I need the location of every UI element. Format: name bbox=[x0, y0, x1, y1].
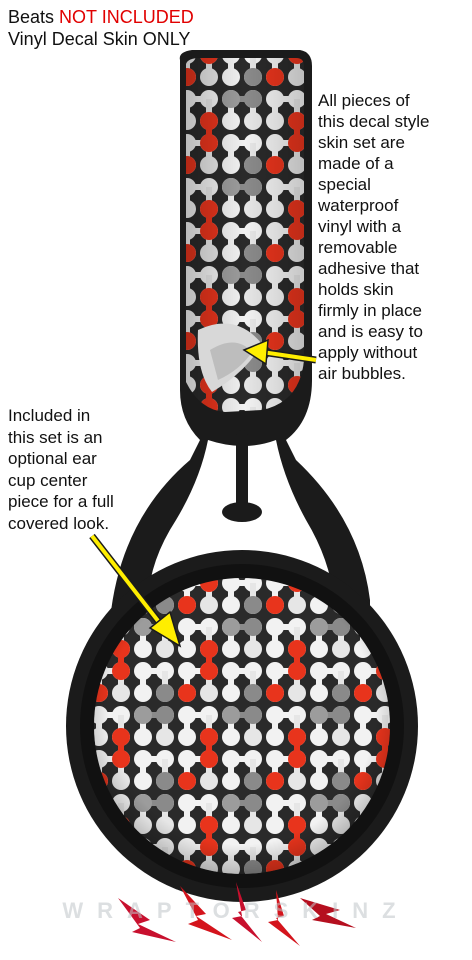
hinge-stem bbox=[236, 430, 248, 510]
description-line: Included in bbox=[8, 406, 91, 425]
description-line: air bubbles. bbox=[318, 364, 406, 383]
description-line: skin set are bbox=[318, 133, 405, 152]
hinge-joint bbox=[222, 502, 262, 522]
claw-mark-icon bbox=[118, 882, 356, 946]
description-line: and is easy to bbox=[318, 322, 423, 341]
logo-wordmark: WRAPTORSKINZ bbox=[62, 898, 409, 923]
description-line: this set is an bbox=[8, 427, 103, 447]
arrow-to-cup bbox=[89, 533, 182, 648]
description-line: this decal style bbox=[318, 112, 430, 131]
description-line: adhesive that bbox=[318, 259, 420, 278]
description-line: optional ear bbox=[8, 449, 97, 468]
arrow-to-headband bbox=[242, 338, 317, 366]
description-line: waterproof bbox=[318, 196, 399, 215]
description-line: All pieces of bbox=[318, 91, 410, 110]
description-line: special bbox=[318, 175, 371, 194]
ear-cup-center-piece bbox=[94, 578, 390, 874]
wraptorskinz-logo: WRAPTORSKINZ bbox=[62, 882, 409, 946]
description-line: piece for a full bbox=[8, 492, 114, 511]
description-line: made of a bbox=[318, 154, 394, 173]
header-not-included-text: NOT INCLUDED bbox=[59, 7, 194, 27]
description-line: covered look. bbox=[8, 513, 110, 533]
description-line: holds skin bbox=[318, 280, 394, 299]
yoke-gap bbox=[148, 440, 334, 640]
header-brand-text: Beats bbox=[8, 7, 60, 27]
header-skin-only-text: Vinyl Decal Skin ONLY bbox=[8, 29, 191, 49]
description-line: removable bbox=[318, 238, 398, 257]
description-line: cup center bbox=[8, 470, 88, 490]
waterproof-vinyl-description: All pieces of this decal style skin set … bbox=[318, 90, 470, 384]
header-not-included-line: Beats NOT INCLUDED bbox=[8, 7, 194, 27]
ear-cup-piece-description: Included in this set is an optional ear … bbox=[8, 405, 208, 534]
description-line: apply without bbox=[318, 343, 418, 362]
description-line: vinyl with a bbox=[318, 217, 402, 236]
description-line: firmly in place bbox=[318, 301, 422, 320]
